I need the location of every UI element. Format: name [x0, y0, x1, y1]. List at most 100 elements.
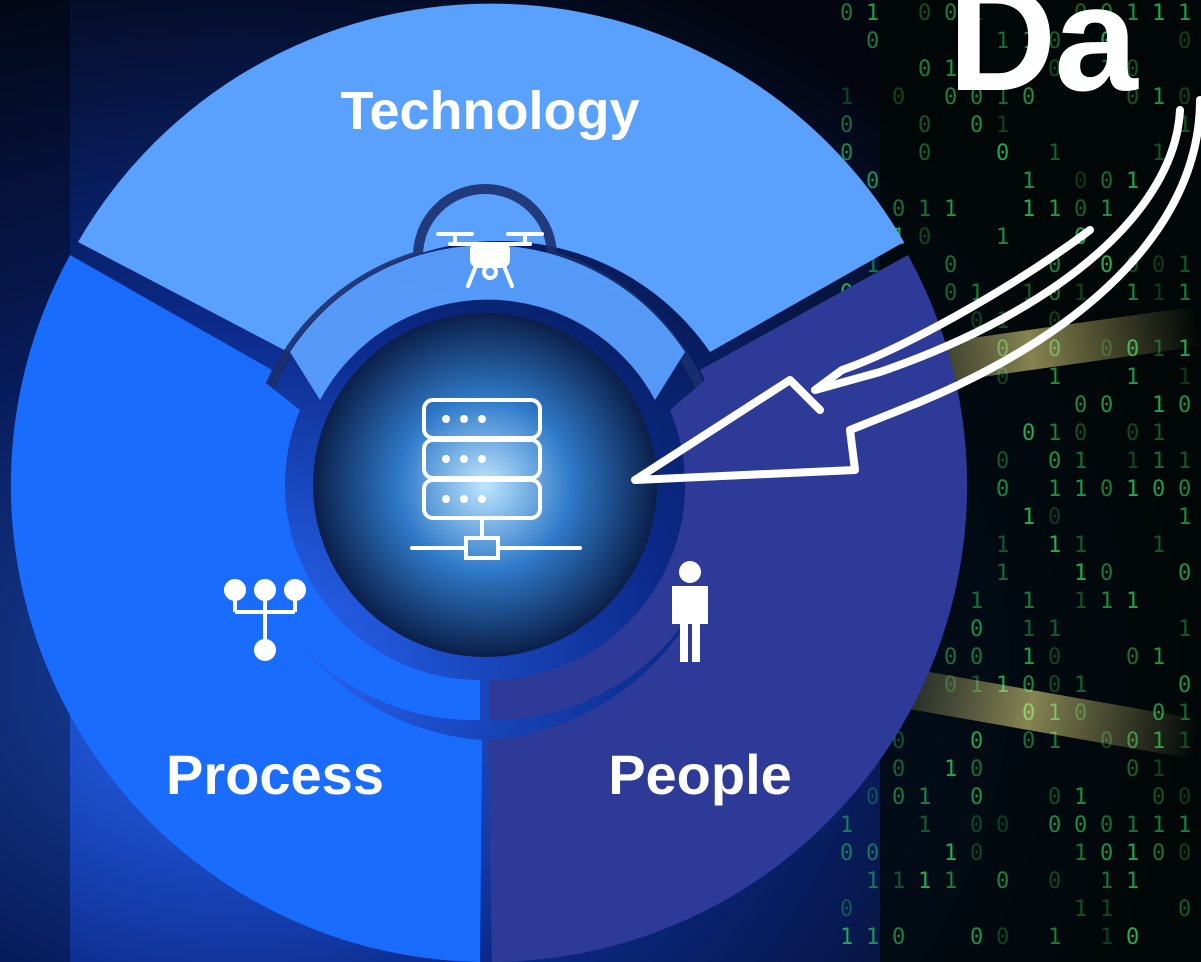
- binary-digit: 1: [996, 85, 1009, 110]
- binary-digit: 0: [996, 141, 1009, 166]
- binary-digit: 1: [1022, 589, 1035, 614]
- binary-digit: 1: [1074, 673, 1087, 698]
- binary-digit: 0: [1100, 1, 1113, 26]
- binary-digit: 1: [1022, 57, 1035, 82]
- binary-digit: 1: [1152, 645, 1165, 670]
- binary-digit: 1: [1074, 589, 1087, 614]
- binary-digit: 0: [1178, 561, 1191, 586]
- binary-digit: 1: [1022, 505, 1035, 530]
- binary-digit: 0: [996, 449, 1009, 474]
- binary-digit: 0: [1022, 729, 1035, 754]
- binary-digit: 1: [1100, 869, 1113, 894]
- binary-digit: 0: [840, 1, 853, 26]
- binary-digit: 0: [1048, 645, 1061, 670]
- binary-digit: 1: [944, 197, 957, 222]
- binary-digit: 0: [840, 113, 853, 138]
- binary-digit: 0: [970, 841, 983, 866]
- binary-digit: 0: [1152, 477, 1165, 502]
- binary-digit: 0: [1178, 785, 1191, 810]
- binary-digit: 0: [1100, 169, 1113, 194]
- binary-digit: 0: [1100, 813, 1113, 838]
- binary-digit: 1: [1126, 841, 1139, 866]
- binary-digit: 0: [1178, 841, 1191, 866]
- binary-digit: 0: [892, 785, 905, 810]
- binary-digit: 1: [1152, 813, 1165, 838]
- binary-digit: 0: [944, 1, 957, 26]
- binary-digit: 0: [892, 197, 905, 222]
- headline-text: Da: [948, 0, 1138, 122]
- binary-digit: 1: [996, 225, 1009, 250]
- binary-digit: 0: [944, 253, 957, 278]
- binary-digit: 1: [1074, 449, 1087, 474]
- binary-digit: 0: [970, 785, 983, 810]
- server-icon: [410, 398, 582, 560]
- binary-digit: 0: [1074, 393, 1087, 418]
- binary-digit: 1: [1152, 757, 1165, 782]
- binary-digit: 1: [1126, 1, 1139, 26]
- binary-digit: 0: [1048, 29, 1061, 54]
- binary-digit: 0: [970, 645, 983, 670]
- binary-digit: 1: [1100, 57, 1113, 82]
- binary-digit: 0: [1022, 85, 1035, 110]
- binary-digit: 1: [1178, 281, 1191, 306]
- binary-digit: 0: [840, 841, 853, 866]
- binary-digit: 0: [970, 757, 983, 782]
- binary-digit: 0: [1152, 785, 1165, 810]
- binary-digit: 0: [1074, 421, 1087, 446]
- binary-digit: 0: [1100, 393, 1113, 418]
- binary-digit: 1: [1152, 281, 1165, 306]
- binary-digit: 1: [1048, 925, 1061, 950]
- binary-digit: 1: [918, 869, 931, 894]
- binary-digit: 1: [1074, 785, 1087, 810]
- binary-digit: 1: [840, 85, 853, 110]
- binary-digit: 0: [1048, 813, 1061, 838]
- binary-digit: 0: [996, 869, 1009, 894]
- binary-digit: 1: [996, 113, 1009, 138]
- binary-digit: 1: [1048, 533, 1061, 558]
- binary-digit: 0: [892, 757, 905, 782]
- binary-digit: 1: [1152, 449, 1165, 474]
- binary-digit: 1: [1048, 421, 1061, 446]
- binary-digit: 1: [996, 561, 1009, 586]
- binary-digit: 1: [1178, 617, 1191, 642]
- binary-digit: 1: [1074, 281, 1087, 306]
- binary-digit: 0: [1126, 757, 1139, 782]
- binary-digit: 0: [1178, 29, 1191, 54]
- binary-digit: 0: [918, 225, 931, 250]
- binary-digit: 0: [1048, 673, 1061, 698]
- binary-digit: 1: [1126, 365, 1139, 390]
- binary-digit: 1: [1022, 29, 1035, 54]
- binary-digit: 1: [1100, 589, 1113, 614]
- people-label: People: [608, 743, 792, 806]
- binary-digit: 0: [944, 645, 957, 670]
- binary-digit: 1: [1100, 197, 1113, 222]
- person-icon: [672, 561, 708, 662]
- binary-digit: 0: [1152, 253, 1165, 278]
- binary-digit: 1: [1074, 841, 1087, 866]
- binary-digit: 0: [1074, 813, 1087, 838]
- binary-digit: 0: [892, 85, 905, 110]
- binary-digit: 1: [1152, 141, 1165, 166]
- segment-process: [10, 255, 482, 962]
- binary-digit: 1: [1048, 141, 1061, 166]
- binary-digit: 0: [970, 925, 983, 950]
- binary-digit: 1: [970, 1, 983, 26]
- binary-digit: 1: [944, 869, 957, 894]
- binary-digit: 1: [1152, 1, 1165, 26]
- binary-digit: 1: [1022, 169, 1035, 194]
- binary-digit: 0: [1178, 85, 1191, 110]
- binary-digit: 0: [1126, 421, 1139, 446]
- binary-digit: 0: [970, 729, 983, 754]
- binary-digit: 1: [970, 589, 983, 614]
- binary-digit: 1: [866, 925, 879, 950]
- binary-digit: 1: [1048, 365, 1061, 390]
- binary-digit: 0: [1126, 57, 1139, 82]
- binary-digit: 0: [1022, 421, 1035, 446]
- inner-ring-people: [490, 380, 730, 721]
- binary-digit: 0: [1100, 29, 1113, 54]
- binary-digit: 0: [866, 169, 879, 194]
- binary-digit: 1: [1126, 813, 1139, 838]
- binary-digit: 1: [1178, 449, 1191, 474]
- binary-digit: 0: [1048, 449, 1061, 474]
